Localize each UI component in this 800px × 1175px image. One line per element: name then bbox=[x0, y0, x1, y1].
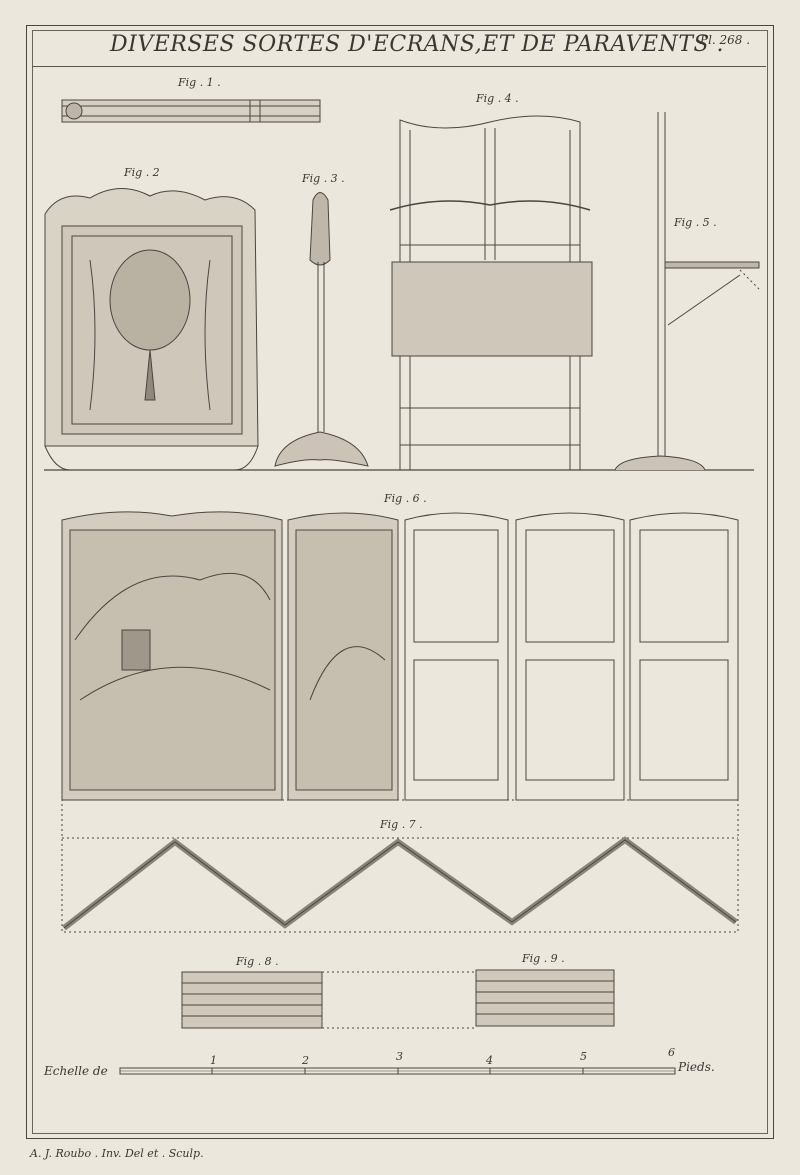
plate-title: DIVERSES SORTES D'ECRANS,ET DE PARAVENTS… bbox=[110, 32, 725, 57]
fig8-label: Fig . 8 . bbox=[236, 955, 279, 968]
fig8-folded-panels bbox=[181, 971, 323, 1029]
plate-outer-border bbox=[26, 25, 774, 1139]
fig4-label: Fig . 4 . bbox=[476, 92, 519, 105]
scale-tick-1: 1 bbox=[210, 1054, 217, 1067]
scale-tick-6: 6 bbox=[668, 1046, 675, 1059]
engraver-credit: A. J. Roubo . Inv. Del et . Sculp. bbox=[30, 1147, 204, 1160]
fig2-fire-screen bbox=[44, 187, 259, 471]
fig1-label: Fig . 1 . bbox=[178, 76, 221, 89]
fig5-side-view bbox=[614, 112, 761, 471]
fig6-label: Fig . 6 . bbox=[384, 492, 427, 505]
fig5-label: Fig . 5 . bbox=[674, 216, 717, 229]
fig9-folded-panels bbox=[475, 969, 615, 1027]
scale-tick-4: 4 bbox=[486, 1054, 493, 1067]
title-rule bbox=[32, 66, 766, 67]
fig9-label: Fig . 9 . bbox=[522, 952, 565, 965]
scale-bar bbox=[119, 1067, 676, 1075]
scale-tick-3: 3 bbox=[396, 1050, 403, 1063]
fig3-pole-screen bbox=[274, 192, 369, 467]
scale-label: Echelle de bbox=[44, 1064, 108, 1078]
fig1-rail bbox=[61, 99, 321, 123]
fig2-label: Fig . 2 bbox=[124, 166, 160, 179]
scale-tick-2: 2 bbox=[302, 1054, 309, 1067]
fig4-folding-screen bbox=[389, 115, 593, 471]
fig7-plan-zigzag bbox=[61, 799, 739, 933]
fig6-paravent bbox=[61, 511, 739, 801]
fig3-label: Fig . 3 . bbox=[302, 172, 345, 185]
scale-unit: Pieds. bbox=[678, 1060, 715, 1074]
fig7-label: Fig . 7 . bbox=[380, 818, 423, 831]
plate-number: Pl. 268 . bbox=[700, 33, 751, 47]
plate-inner-border bbox=[32, 30, 768, 1134]
scale-tick-5: 5 bbox=[580, 1050, 587, 1063]
